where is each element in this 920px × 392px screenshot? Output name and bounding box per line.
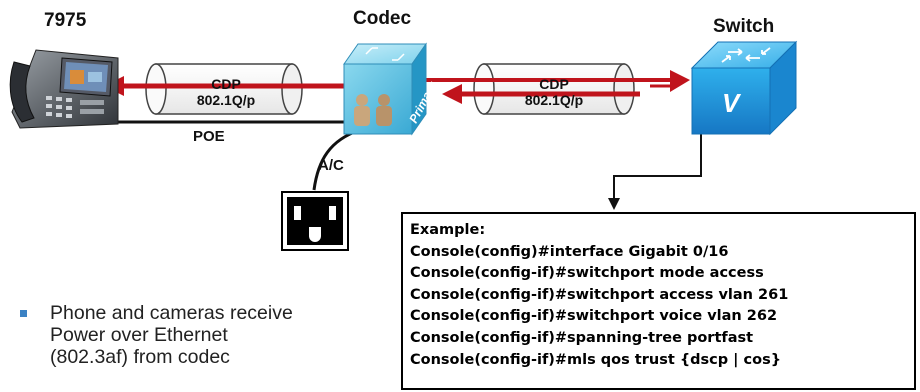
phone-title: 7975 xyxy=(44,10,87,31)
ac-label: A/C xyxy=(318,157,344,174)
ip-phone-icon xyxy=(9,49,119,129)
data-arrow-codec-to-switch xyxy=(420,70,690,92)
bullet-line: Power over Ethernet xyxy=(50,324,228,346)
data-arrow-switch-to-codec xyxy=(442,84,640,104)
switch-letter-label: V xyxy=(722,88,742,118)
console-line: Console(config-if)#switchport access vla… xyxy=(410,286,789,303)
cdp-label-right: CDP 802.1Q/p xyxy=(504,76,604,108)
console-line: Console(config-if)#switchport mode acces… xyxy=(410,265,764,282)
bullet-line: (802.3af) from codec xyxy=(50,346,230,368)
console-line: Example: xyxy=(410,222,486,238)
console-example-box: Example: Console(config)#interface Gigab… xyxy=(401,212,916,390)
switch-cube-icon xyxy=(690,40,798,136)
bullet-point: Phone and cameras receive Power over Eth… xyxy=(20,302,390,368)
cdp-tube-left xyxy=(145,63,303,115)
cdp-label-left-line1: CDP xyxy=(211,76,241,92)
codec-cube-icon xyxy=(343,42,427,136)
poe-label: POE xyxy=(193,128,225,145)
console-line: Console(config-if)#spanning-tree portfas… xyxy=(410,329,754,346)
cdp-label-left: CDP 802.1Q/p xyxy=(176,76,276,108)
codec-title: Codec xyxy=(353,8,412,29)
console-line: Console(config)#interface Gigabit 0/16 xyxy=(410,243,729,260)
console-line: Console(config-if)#switchport voice vlan… xyxy=(410,308,778,325)
switch-console-connector xyxy=(608,116,705,210)
switch-title: Switch xyxy=(713,16,775,37)
cdp-label-left-line2: 802.1Q/p xyxy=(196,92,256,108)
console-line: Console(config-if)#mls qos trust {dscp |… xyxy=(410,351,782,368)
cdp-tube-right xyxy=(473,63,635,115)
cdp-label-right-line2: 802.1Q/p xyxy=(524,92,584,108)
bullet-line: Phone and cameras receive xyxy=(50,302,293,324)
cdp-label-right-line1: CDP xyxy=(539,76,569,92)
power-outlet-icon xyxy=(281,191,349,251)
bullet-square-icon xyxy=(20,310,27,317)
